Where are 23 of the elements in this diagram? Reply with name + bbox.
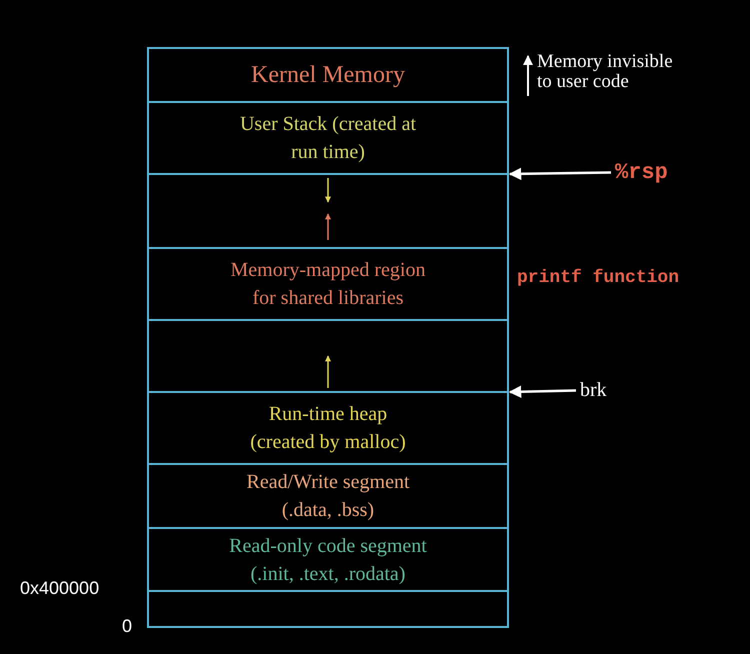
memory-segment <box>147 391 509 465</box>
segment-label: Read/Write segment (.data, .bss) <box>245 470 411 523</box>
empty-segment <box>147 590 509 628</box>
segment-label: Run-time heap (created by malloc) <box>249 402 407 455</box>
segment-label: Read-only code segment (.init, .text, .rodata) <box>228 534 428 586</box>
arrow <box>508 168 612 180</box>
empty-segment <box>147 173 509 249</box>
memory-segment <box>147 47 509 103</box>
memory-segment <box>147 463 509 529</box>
segment-label: User Stack (created at run time) <box>238 112 417 165</box>
address-label: 0 <box>122 616 132 636</box>
address-label: 0x400000 <box>20 578 100 598</box>
memory-segment <box>147 527 509 592</box>
memory-segment <box>147 247 509 321</box>
empty-segment <box>147 319 509 393</box>
function-label: printf function <box>517 268 680 288</box>
segment-label: Kernel Memory <box>251 61 405 89</box>
register-label: %rsp <box>615 160 668 185</box>
register-label: brk <box>580 379 607 402</box>
memory-segment <box>147 101 509 175</box>
segment-label: Memory-mapped region for shared libraries <box>230 258 426 311</box>
note: Memory invisible to user code <box>537 52 674 92</box>
arrow <box>508 386 576 398</box>
